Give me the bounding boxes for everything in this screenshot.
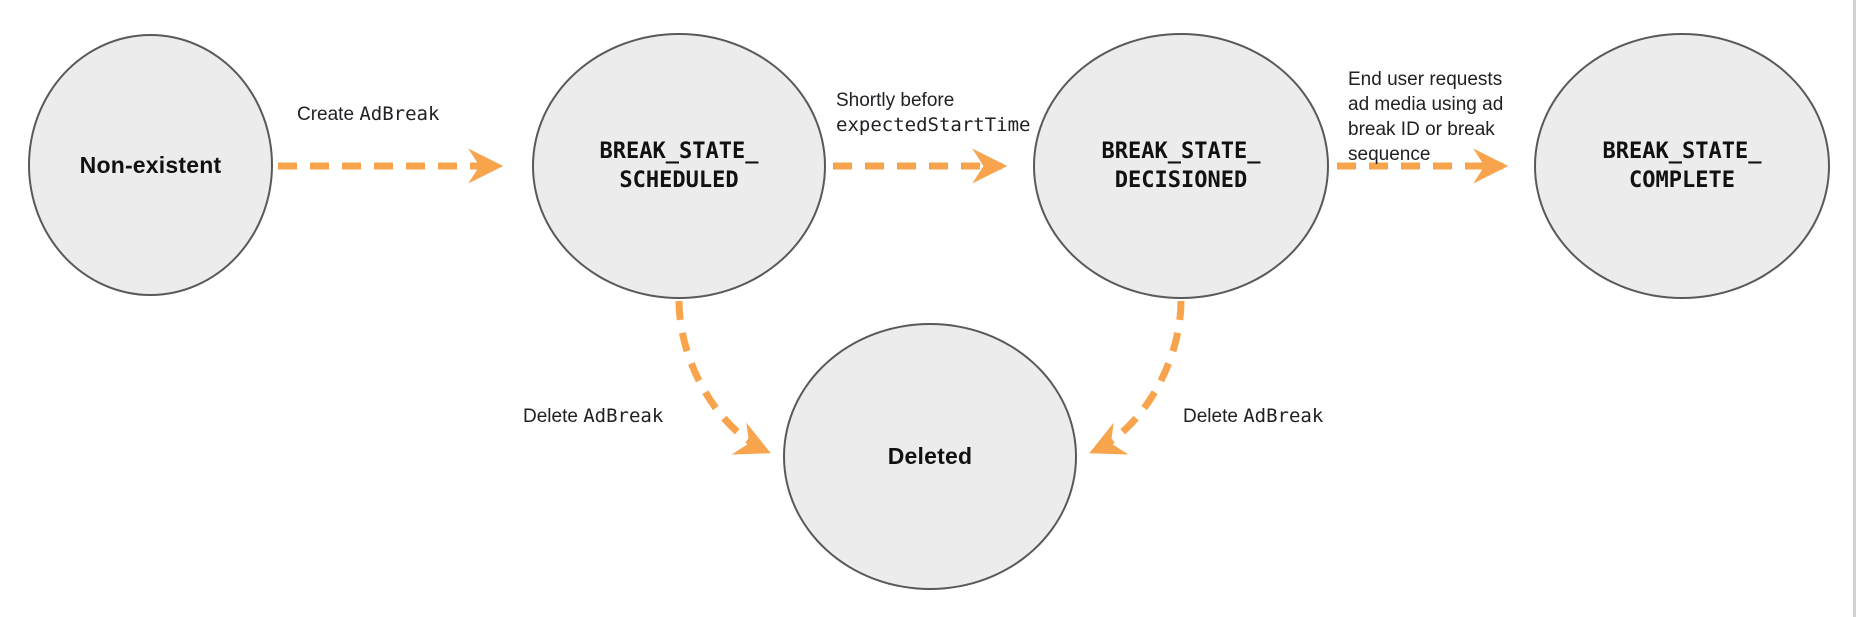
state-node-deleted: Deleted xyxy=(783,323,1077,590)
transition-label-code-text: AdBreak xyxy=(359,103,440,125)
transition-label-text: End user requests ad media using ad brea… xyxy=(1348,69,1504,165)
transition-label-text: Delete xyxy=(523,406,584,427)
state-node-label: BREAK_STATE_ SCHEDULED xyxy=(599,139,759,193)
transition-label-delete-ad-break-left: Delete AdBreak xyxy=(523,404,663,429)
state-node-break-state-scheduled: BREAK_STATE_ SCHEDULED xyxy=(532,33,826,299)
transition-arrow-delete-ad-break-from-decisioned xyxy=(1089,300,1185,455)
transition-label-code-text: expectedStartTime xyxy=(836,114,1031,136)
state-node-label: BREAK_STATE_ COMPLETE xyxy=(1602,139,1762,193)
state-node-break-state-complete: BREAK_STATE_ COMPLETE xyxy=(1534,33,1830,299)
transition-label-text: Delete xyxy=(1183,406,1244,427)
right-border-line xyxy=(1853,0,1856,617)
transition-label-delete-ad-break-right: Delete AdBreak xyxy=(1183,404,1323,429)
transition-label-code-text: AdBreak xyxy=(583,405,664,427)
state-node-break-state-decisioned: BREAK_STATE_ DECISIONED xyxy=(1033,33,1329,299)
transition-label-shortly-before-expected-start-time: Shortly before expectedStartTime xyxy=(836,88,1030,138)
state-node-label: BREAK_STATE_ DECISIONED xyxy=(1101,139,1261,193)
transition-label-code-text: AdBreak xyxy=(1243,405,1324,427)
state-node-label: Non-existent xyxy=(79,151,222,178)
state-node-label: Deleted xyxy=(887,443,973,469)
transition-label-text: Create xyxy=(297,104,360,125)
transition-label-create-ad-break: Create AdBreak xyxy=(297,102,439,127)
transition-arrow-delete-ad-break-from-scheduled xyxy=(675,300,771,455)
transition-label-end-user-requests-ad-media: End user requests ad media using ad brea… xyxy=(1348,42,1503,167)
transition-label-text: Shortly before xyxy=(836,90,955,111)
state-node-non-existent: Non-existent xyxy=(28,34,273,296)
